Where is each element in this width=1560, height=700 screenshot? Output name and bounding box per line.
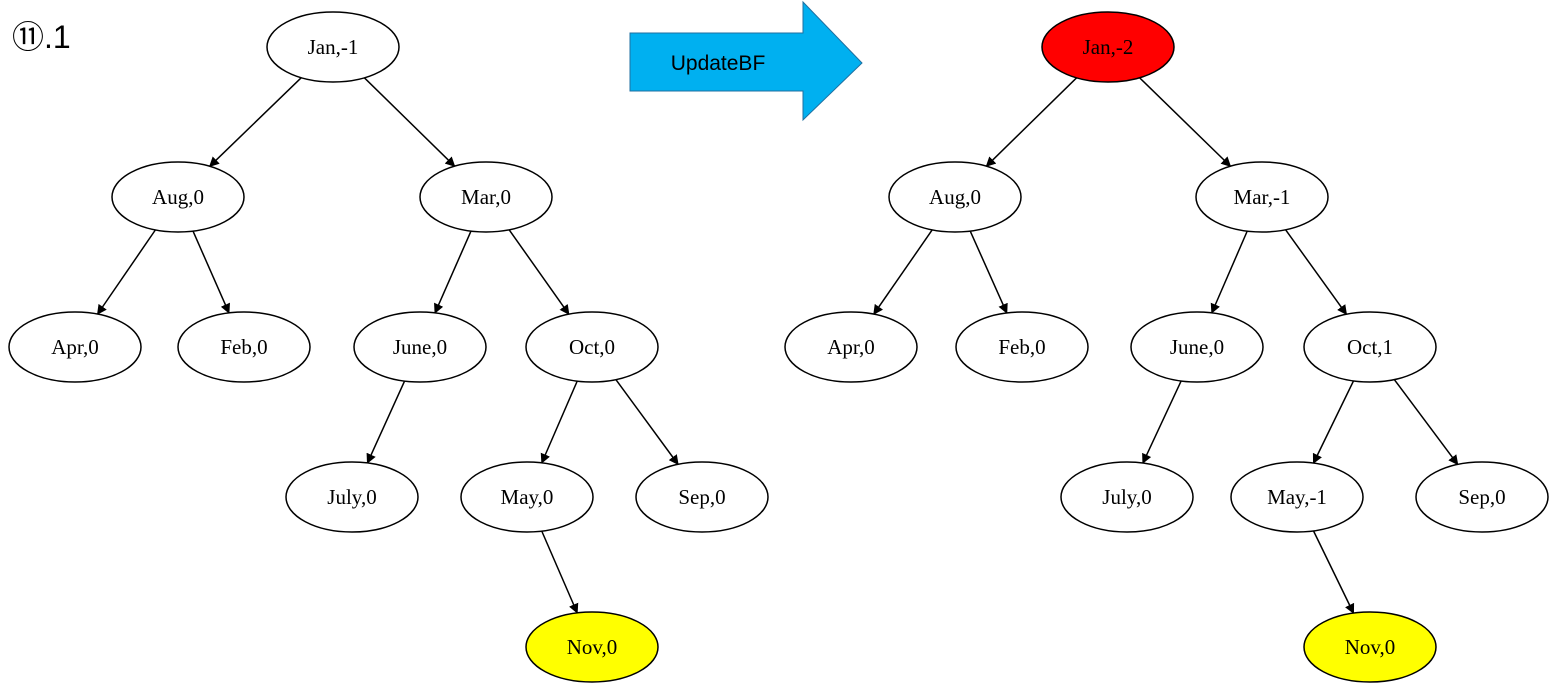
node-label: Feb,0 bbox=[220, 335, 267, 359]
tree-node-june: June,0 bbox=[353, 311, 487, 383]
node-ellipse bbox=[353, 311, 487, 383]
tree-node-mar: Mar,0 bbox=[419, 161, 553, 233]
tree-node-jan: Jan,-1 bbox=[266, 11, 400, 83]
tree-node-aug: Aug,0 bbox=[111, 161, 245, 233]
node-label: Sep,0 bbox=[678, 485, 725, 509]
node-label: Mar,0 bbox=[461, 185, 511, 209]
edge-may-nov bbox=[541, 530, 579, 614]
node-ellipse bbox=[285, 461, 419, 533]
node-label: Oct,1 bbox=[1347, 335, 1393, 359]
tree-node-nov: Nov,0 bbox=[525, 611, 659, 683]
edge-aug-feb bbox=[192, 230, 230, 314]
node-ellipse bbox=[1130, 311, 1264, 383]
node-label: July,0 bbox=[327, 485, 376, 509]
node-label: Mar,-1 bbox=[1234, 185, 1291, 209]
tree-node-july: July,0 bbox=[1060, 461, 1194, 533]
node-ellipse bbox=[111, 161, 245, 233]
edge-mar-oct bbox=[1284, 229, 1348, 316]
tree-node-oct: Oct,1 bbox=[1303, 311, 1437, 383]
node-ellipse bbox=[1195, 161, 1329, 233]
operation-label: UpdateBF bbox=[671, 52, 766, 75]
node-ellipse bbox=[266, 11, 400, 83]
node-ellipse bbox=[460, 461, 594, 533]
node-label: Apr,0 bbox=[51, 335, 99, 359]
tree-node-sep: Sep,0 bbox=[1415, 461, 1549, 533]
edge-oct-sep bbox=[615, 379, 679, 466]
node-label: June,0 bbox=[393, 335, 447, 359]
node-label: Oct,0 bbox=[569, 335, 615, 359]
edge-jan-aug bbox=[208, 77, 302, 168]
edge-aug-apr bbox=[873, 229, 933, 315]
node-label: Nov,0 bbox=[567, 635, 618, 659]
edge-may-nov bbox=[1312, 530, 1355, 615]
node-ellipse bbox=[419, 161, 553, 233]
edge-jan-mar bbox=[363, 77, 456, 167]
edge-aug-apr bbox=[96, 229, 157, 315]
tree-node-apr: Apr,0 bbox=[8, 311, 142, 383]
node-ellipse bbox=[177, 311, 311, 383]
tree-node-may: May,0 bbox=[460, 461, 594, 533]
node-ellipse bbox=[1060, 461, 1194, 533]
tree-node-july: July,0 bbox=[285, 461, 419, 533]
node-label: July,0 bbox=[1102, 485, 1151, 509]
node-ellipse bbox=[1230, 461, 1364, 533]
tree-node-aug: Aug,0 bbox=[888, 161, 1022, 233]
tree-node-apr: Apr,0 bbox=[784, 311, 918, 383]
tree-node-jan: Jan,-2 bbox=[1041, 11, 1175, 83]
tree-node-june: June,0 bbox=[1130, 311, 1264, 383]
tree-node-may: May,-1 bbox=[1230, 461, 1364, 533]
node-label: May,0 bbox=[501, 485, 554, 509]
node-label: Aug,0 bbox=[152, 185, 204, 209]
node-ellipse bbox=[1303, 611, 1437, 683]
node-label: Aug,0 bbox=[929, 185, 981, 209]
node-label: May,-1 bbox=[1267, 485, 1327, 509]
edge-mar-june bbox=[1210, 230, 1248, 314]
edge-mar-june bbox=[434, 230, 472, 314]
node-ellipse bbox=[525, 611, 659, 683]
node-label: Nov,0 bbox=[1345, 635, 1396, 659]
edge-aug-feb bbox=[969, 230, 1008, 314]
edge-jan-aug bbox=[985, 77, 1078, 167]
edge-jan-mar bbox=[1139, 77, 1232, 167]
node-ellipse bbox=[888, 161, 1022, 233]
node-label: Jan,-1 bbox=[308, 35, 359, 59]
node-ellipse bbox=[784, 311, 918, 383]
node-ellipse bbox=[1041, 11, 1175, 83]
node-ellipse bbox=[955, 311, 1089, 383]
node-label: Sep,0 bbox=[1458, 485, 1505, 509]
node-ellipse bbox=[1303, 311, 1437, 383]
node-label: Feb,0 bbox=[998, 335, 1045, 359]
node-ellipse bbox=[1415, 461, 1549, 533]
edge-oct-may bbox=[1312, 380, 1355, 465]
node-label: June,0 bbox=[1170, 335, 1224, 359]
tree-node-sep: Sep,0 bbox=[635, 461, 769, 533]
tree-node-feb: Feb,0 bbox=[177, 311, 311, 383]
edge-oct-may bbox=[540, 380, 578, 464]
edge-june-july bbox=[366, 380, 406, 464]
step-label: ⑪.1 bbox=[12, 19, 71, 55]
node-ellipse bbox=[525, 311, 659, 383]
node-label: Apr,0 bbox=[827, 335, 875, 359]
tree-node-nov: Nov,0 bbox=[1303, 611, 1437, 683]
tree-node-oct: Oct,0 bbox=[525, 311, 659, 383]
edge-oct-sep bbox=[1393, 379, 1459, 466]
operation-arrow: UpdateBF bbox=[629, 0, 863, 122]
node-ellipse bbox=[8, 311, 142, 383]
node-ellipse bbox=[635, 461, 769, 533]
tree-node-mar: Mar,-1 bbox=[1195, 161, 1329, 233]
edge-mar-oct bbox=[508, 229, 570, 316]
right-arrow-icon bbox=[629, 0, 863, 122]
edge-june-july bbox=[1142, 380, 1182, 464]
tree-node-feb: Feb,0 bbox=[955, 311, 1089, 383]
node-label: Jan,-2 bbox=[1083, 35, 1134, 59]
